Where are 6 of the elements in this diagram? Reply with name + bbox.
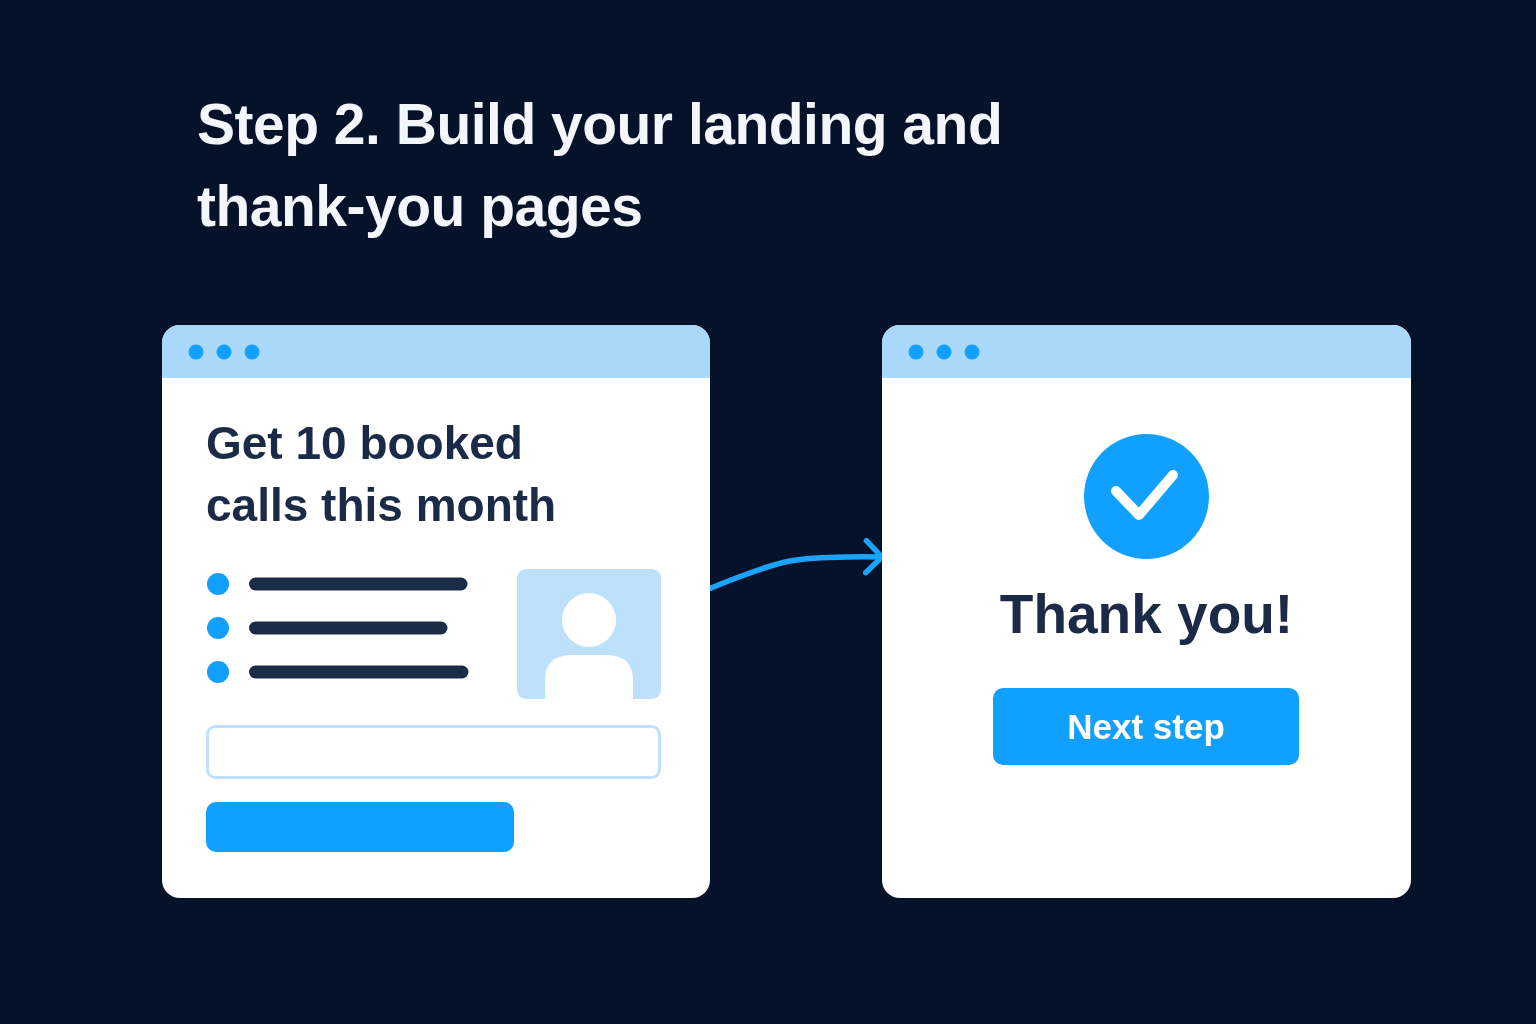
page-title: Step 2. Build your landing and thank-you pages xyxy=(197,91,1004,240)
thank-you-heading: Thank you! xyxy=(998,582,1295,647)
browser-window xyxy=(162,325,710,898)
browser-window xyxy=(882,325,1411,898)
page-heading: Get 10 booked calls this month xyxy=(206,416,558,533)
primary-button: Next step xyxy=(993,688,1299,765)
